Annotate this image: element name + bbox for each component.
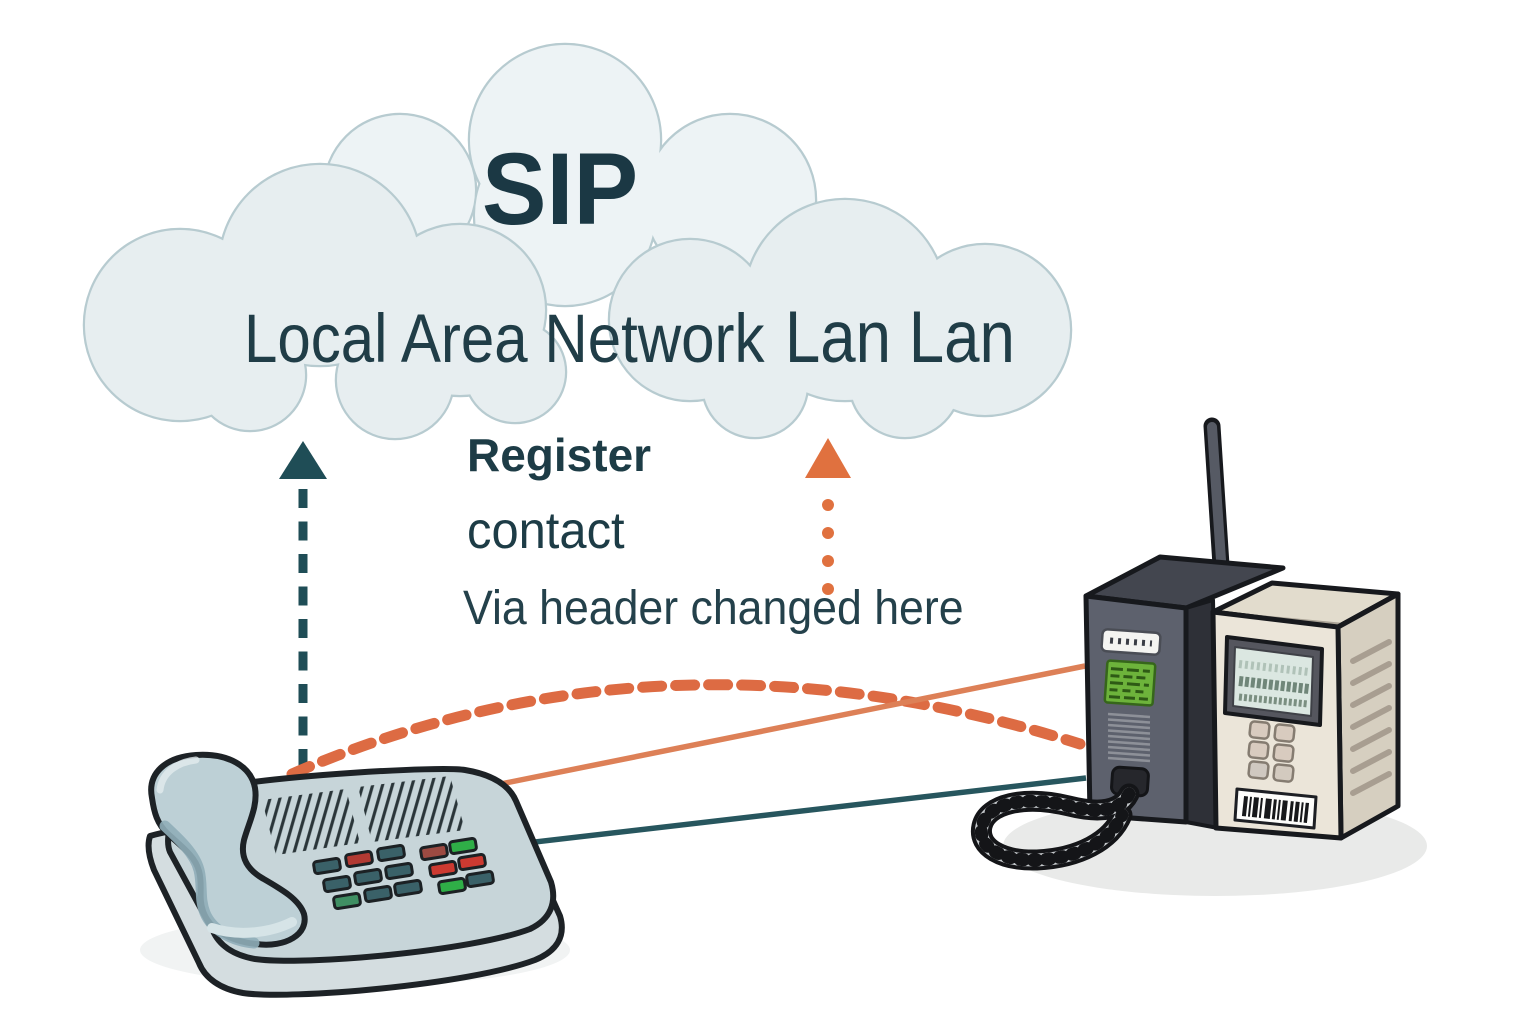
orange-dashed-path-icon: [286, 679, 1086, 780]
cloud-title: SIP: [481, 132, 639, 246]
ata-device-icon: [1210, 580, 1401, 841]
side-vents-icon: [1350, 639, 1392, 796]
cloud-subtitle-main: Local Area Network: [244, 300, 765, 377]
speaker-grille-icon: [358, 776, 465, 842]
tower-vent-icon: [1107, 712, 1151, 763]
handset-icon: [148, 751, 308, 949]
lcd-screen-icon: [1223, 635, 1324, 727]
keypad-icon: [312, 836, 495, 911]
via-note-label: Via header changed here: [463, 582, 964, 635]
register-label: Register: [467, 429, 652, 481]
gateway-tower-icon: [1083, 417, 1286, 830]
tower-id-label: [1100, 628, 1162, 656]
sip-cloud-icon: [82, 42, 1073, 441]
tower-green-label: [1103, 659, 1157, 707]
register-arrow-orange-icon: [805, 438, 851, 595]
orange-solid-line: [455, 663, 1086, 796]
cloud-subtitle-suffix: Lan Lan: [784, 297, 1015, 378]
coiled-cable-icon: [970, 783, 1140, 871]
barcode-icon: [1233, 787, 1318, 830]
ata-keypad-icon: [1247, 720, 1296, 783]
speaker-grille-icon: [262, 789, 360, 855]
register-arrow-teal-icon: [279, 441, 327, 768]
teal-solid-line: [491, 775, 1087, 850]
antenna-icon: [1203, 417, 1230, 574]
desk-phone-icon: [145, 751, 565, 998]
contact-label: contact: [467, 502, 625, 560]
